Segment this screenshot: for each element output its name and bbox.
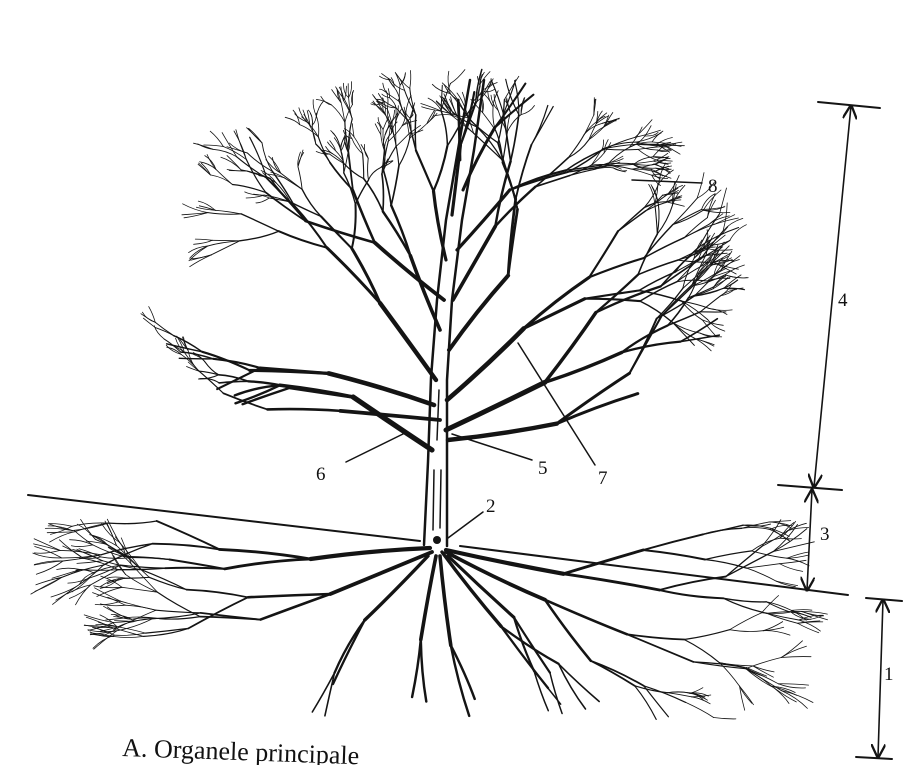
- label-4: 4: [838, 290, 848, 311]
- label-8: 8: [708, 176, 718, 197]
- label-2: 2: [486, 496, 496, 517]
- tree-crown: [141, 70, 748, 451]
- label-5: 5: [538, 458, 548, 479]
- dimension-arrow-1: [878, 600, 883, 757]
- label-1: 1: [884, 664, 894, 685]
- leader-lines: [346, 180, 702, 538]
- label-7: 7: [598, 468, 608, 489]
- label-6: 6: [316, 464, 326, 485]
- root-collar-mark: [433, 536, 441, 544]
- dimension-lines: [778, 102, 902, 759]
- dimension-arrow-3: [807, 490, 812, 590]
- root-system: [31, 519, 828, 719]
- figure-caption: A. Organele principale: [122, 733, 360, 765]
- label-3: 3: [820, 524, 830, 545]
- ground-line: [28, 495, 848, 595]
